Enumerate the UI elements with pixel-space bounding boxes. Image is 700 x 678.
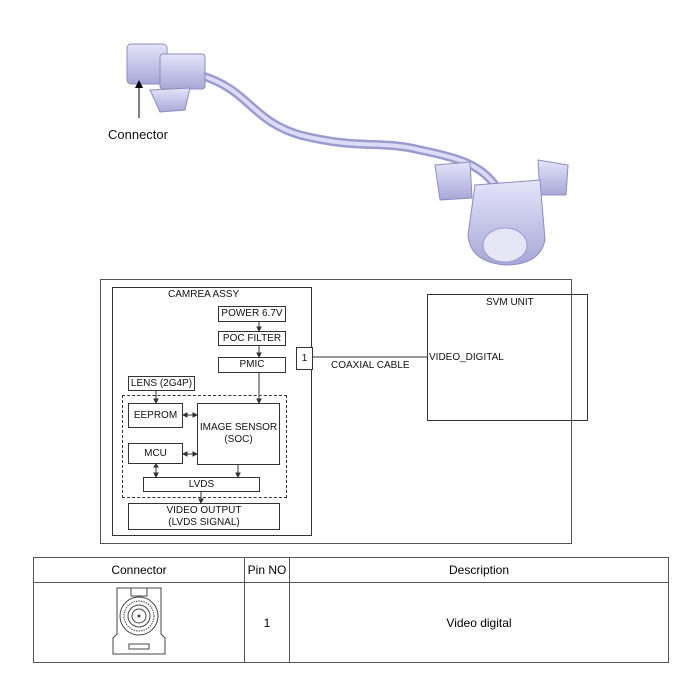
dashed-module-group (122, 395, 287, 498)
video-output-box: VIDEO OUTPUT (LVDS SIGNAL) (128, 503, 280, 530)
block-diagram-frame (100, 279, 572, 544)
description-cell: Video digital (289, 582, 669, 663)
diagram-connectors (153, 322, 427, 505)
coaxial-cable-label: COAXIAL CABLE (331, 360, 410, 371)
connector-cell (33, 582, 245, 663)
video-digital-label: VIDEO_DIGITAL (429, 352, 504, 363)
lens-box: LENS (2G4P) (128, 376, 195, 391)
video-output-label: VIDEO OUTPUT (166, 504, 242, 516)
pin-1-box: 1 (296, 347, 313, 370)
eeprom-box: EEPROM (128, 403, 183, 428)
mcu-box: MCU (128, 443, 183, 464)
svm-unit-label: SVM UNIT (486, 297, 534, 308)
image-sensor-label: IMAGE SENSOR (199, 422, 278, 433)
svm-unit-box (427, 294, 588, 421)
camera-assy-box (112, 287, 312, 536)
pin-number-cell: 1 (244, 582, 290, 663)
table-header-row: Connector Pin NO Description (33, 557, 669, 583)
image-sensor-box: IMAGE SENSOR (SOC) (197, 403, 280, 465)
table-row: 1 Video digital (33, 582, 669, 663)
connector-label: Connector (108, 127, 168, 142)
connector-pin-table: Connector Pin NO Description 1 Video dig… (33, 557, 669, 663)
power-box: POWER 6.7V (218, 306, 286, 322)
header-pin-no: Pin NO (244, 557, 290, 583)
video-output-sublabel: (LVDS SIGNAL) (168, 516, 240, 528)
camera-assy-label: CAMREA ASSY (168, 289, 240, 300)
header-connector: Connector (33, 557, 245, 583)
coax-connector-icon (112, 587, 166, 655)
pmic-box: PMIC (218, 357, 286, 373)
lvds-box: LVDS (143, 477, 260, 492)
camera-harness-illustration (126, 43, 569, 266)
image-sensor-sublabel: (SOC) (224, 434, 253, 445)
poc-filter-box: POC FILTER (218, 331, 286, 346)
header-description: Description (289, 557, 669, 583)
